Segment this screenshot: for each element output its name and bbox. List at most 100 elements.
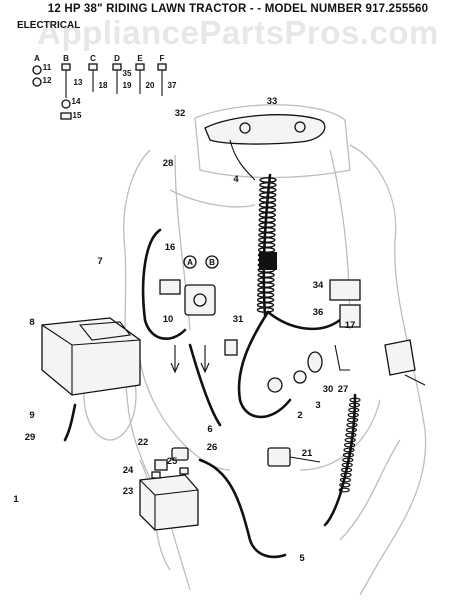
callout-5: 5	[299, 553, 305, 564]
callout-34: 34	[313, 280, 324, 291]
coil-ring	[344, 437, 356, 443]
hardware-number: 18	[99, 81, 108, 90]
callout-7: 7	[97, 256, 102, 267]
hardware-number: 11	[43, 63, 52, 72]
callout-32: 32	[175, 108, 186, 119]
callout-29: 29	[25, 432, 36, 443]
connector-marker	[205, 255, 219, 269]
washer-icon	[32, 77, 42, 87]
callout-31: 31	[233, 314, 244, 325]
callout-1: 1	[13, 494, 19, 505]
connector-21	[267, 447, 321, 467]
sleeve-ring	[258, 222, 276, 228]
connector-marker	[183, 255, 197, 269]
wire-7	[141, 228, 187, 340]
bolt-head-icon	[157, 63, 167, 71]
coil-ring	[347, 412, 359, 418]
sleeve-ring	[257, 292, 275, 298]
coil-ring	[346, 422, 358, 428]
coil-ring	[343, 447, 355, 453]
sleeve-ring	[258, 227, 276, 233]
connector-letter: A	[187, 258, 193, 267]
callout-33: 33	[267, 96, 278, 107]
sleeve-ring	[257, 282, 275, 288]
callout-30: 30	[323, 384, 334, 395]
bolt-head-icon	[88, 63, 98, 71]
coil-ring	[340, 472, 352, 478]
sleeve-ring	[258, 217, 276, 223]
hardware-letter: E	[137, 54, 143, 63]
coil-ring	[345, 432, 357, 438]
coil-ring	[339, 482, 351, 488]
wire-6	[188, 343, 222, 427]
nut-icon	[60, 112, 72, 120]
hardware-number: 13	[74, 78, 83, 87]
sleeve-ring	[258, 232, 276, 238]
sleeve-ring	[257, 277, 275, 283]
coil-ring	[342, 452, 354, 458]
harness-clamp	[259, 252, 277, 270]
wiring-harness	[237, 173, 342, 419]
sleeve-ring	[257, 272, 275, 278]
coil-ring	[349, 397, 361, 403]
hardware-number: 19	[123, 81, 132, 90]
hardware-row: A B C D E F 11 12 13 14 15 18 19 20 35 37	[32, 54, 177, 120]
hardware-number: 15	[73, 111, 82, 120]
pto-connector	[384, 339, 426, 386]
callout-3: 3	[315, 400, 320, 411]
fuse-holder-31	[224, 339, 238, 356]
coil-ring	[341, 462, 353, 468]
hardware-number: 14	[72, 97, 81, 106]
hardware-letter: C	[90, 54, 96, 63]
coil-ring	[348, 402, 360, 408]
callout-9: 9	[29, 410, 34, 421]
arrow-b-marker	[200, 345, 210, 374]
sleeve-ring	[259, 177, 277, 183]
cable-5	[198, 458, 287, 559]
sleeve-ring	[258, 237, 276, 243]
hardware-number: 35	[123, 69, 132, 78]
callout-25: 25	[167, 456, 178, 467]
bracket-27	[334, 344, 350, 371]
arrow-a-marker	[170, 345, 180, 374]
callout-21: 21	[302, 448, 313, 459]
coil-ring	[338, 487, 350, 493]
hardware-number: 37	[168, 81, 177, 90]
nut-icon	[32, 65, 42, 75]
callout-22: 22	[138, 437, 149, 448]
hardware-number: 20	[146, 81, 155, 90]
bolt-head-icon	[61, 63, 71, 71]
callout-23: 23	[123, 486, 134, 497]
hardware-number: 12	[43, 76, 52, 85]
sleeve-ring	[256, 307, 275, 313]
engine-harness	[323, 279, 361, 527]
callout-4: 4	[233, 174, 239, 185]
hardware-letter: A	[34, 54, 40, 63]
callout-28: 28	[163, 158, 174, 169]
battery-tray	[41, 317, 141, 396]
coil-ring	[347, 417, 359, 423]
grommet-3	[293, 370, 307, 384]
section-label: ELECTRICAL	[17, 20, 81, 31]
sleeve-ring	[257, 247, 276, 253]
callout-17: 17	[345, 320, 356, 331]
hardware-letter: B	[63, 54, 69, 63]
callout-2: 2	[297, 410, 302, 421]
sleeve-ring	[256, 297, 275, 303]
hardware-letter: D	[114, 54, 120, 63]
callout-27: 27	[338, 384, 349, 395]
bolt-head-icon	[112, 63, 122, 71]
callout-26: 26	[207, 442, 218, 453]
hardware-letter: F	[160, 54, 165, 63]
coil-ring	[344, 442, 356, 448]
sleeve-ring	[257, 287, 275, 293]
grommet-2	[267, 377, 283, 393]
callout-8: 8	[29, 317, 34, 328]
callout-6: 6	[207, 424, 212, 435]
cable-29	[63, 403, 77, 442]
washer-icon	[61, 99, 71, 109]
bolt-head-icon	[135, 63, 145, 71]
callout-10: 10	[163, 314, 174, 325]
callout-24: 24	[123, 465, 134, 476]
